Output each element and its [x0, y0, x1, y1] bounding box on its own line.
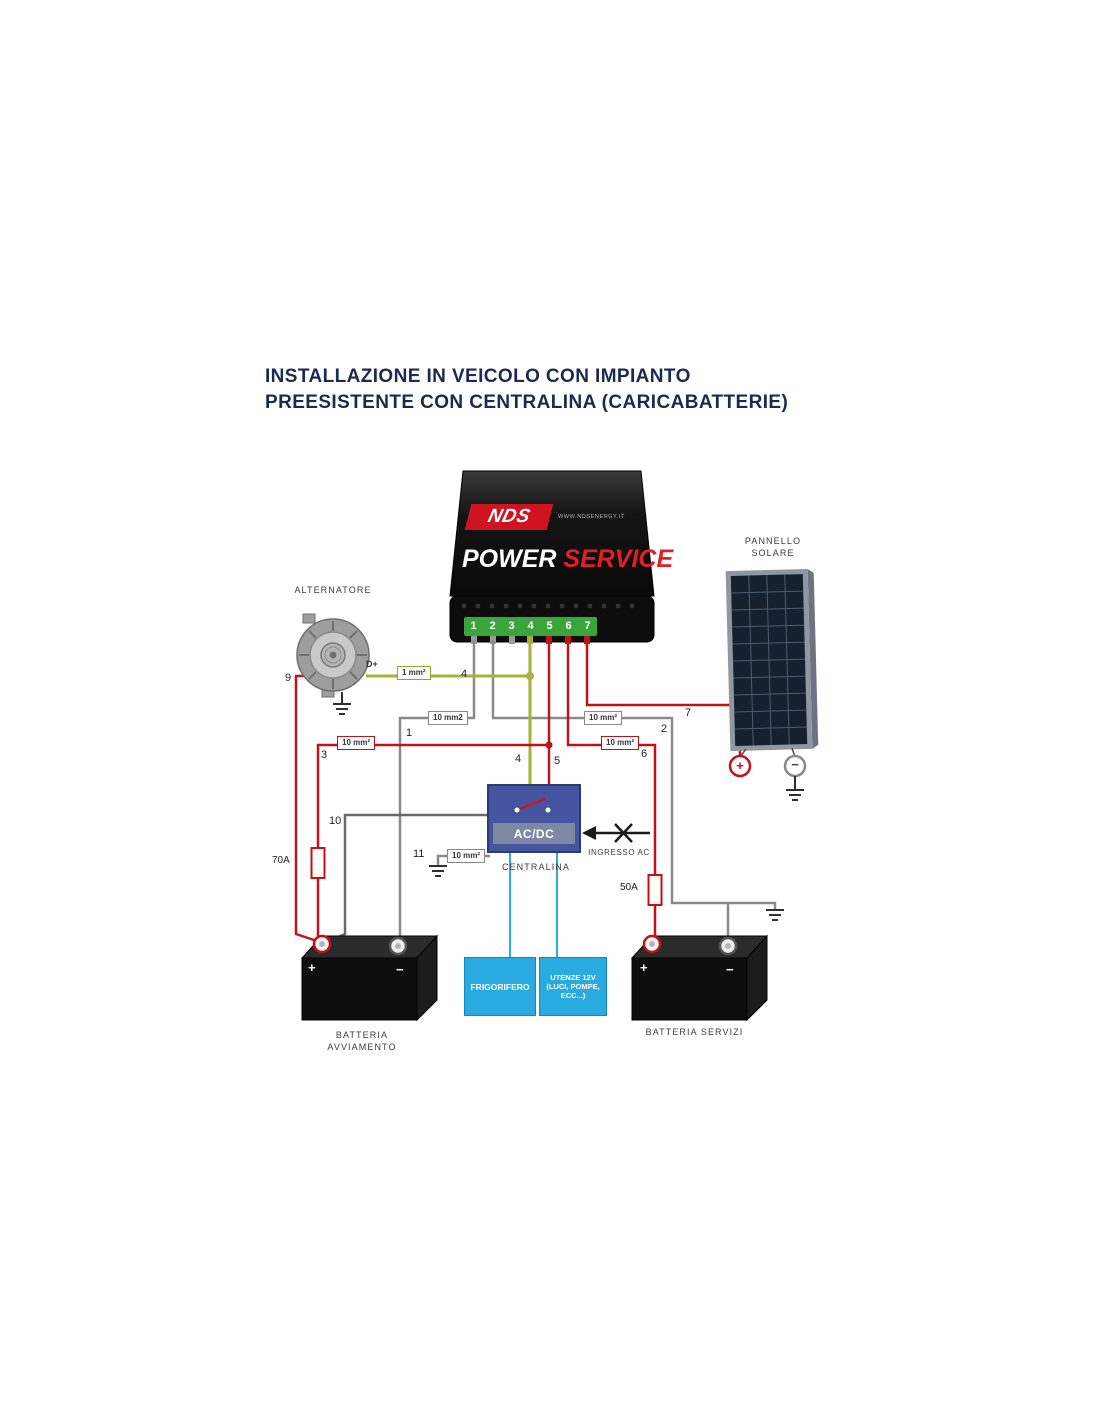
gauge-1mm-box: 1 mm²: [397, 666, 431, 680]
wire-1-battery-start-negative: [398, 640, 476, 938]
solar-panel-icon: [725, 568, 819, 752]
terminal-3: 3: [508, 620, 515, 632]
terminal-4: 4: [527, 620, 534, 632]
alternator-ground-icon: [333, 692, 351, 715]
ingresso-ac-arrow-icon: [594, 823, 650, 843]
wire-1-label: 1: [406, 727, 413, 739]
wire-4-label-a: 4: [461, 668, 468, 680]
solar-minus-sign: −: [791, 757, 799, 772]
gauge-10mm-box-red-left: 10 mm²: [337, 736, 376, 750]
wire-2-label: 2: [661, 723, 668, 735]
alternator-icon: [296, 613, 370, 698]
utenze-label-line2: (LUCI, POMPE,: [546, 982, 600, 991]
wire-7-label: 7: [685, 707, 692, 719]
solar-plus-sign: +: [736, 758, 744, 773]
terminal-1: 1: [470, 620, 477, 632]
wire-9-label: 9: [285, 672, 292, 684]
ingresso-ac-label: INGRESSO AC: [588, 848, 650, 857]
centralina-label: CENTRALINA: [501, 862, 570, 872]
power-service-unit-icon: [449, 470, 655, 644]
terminal-7: 7: [584, 620, 591, 632]
fuse-70a-icon: [310, 847, 326, 879]
battery-start-plus-sign: +: [308, 960, 316, 975]
gauge-10mm-box-right: 10 mm²: [584, 711, 623, 725]
cyan-wires: [509, 852, 558, 958]
wire-10-label: 10: [329, 815, 342, 827]
battery-service-label: BATTERIA SERVIZI: [645, 1027, 744, 1037]
fuse-50a-icon: [647, 874, 663, 906]
battery-start-icon: [300, 934, 439, 1022]
gauge-10mm-box-red-right: 10 mm²: [601, 736, 640, 750]
alternator-label: ALTERNATORE: [294, 585, 372, 595]
terminal-2: 2: [489, 620, 496, 632]
solar-plus-terminal-icon: [728, 754, 752, 778]
acdc-band: AC/DC: [493, 823, 575, 844]
wire-5-label: 5: [554, 755, 561, 767]
green-wires: [366, 640, 532, 785]
unit-website: WWW.NDSENERGY.IT: [558, 514, 625, 520]
battery-service-plus-sign: +: [640, 960, 648, 975]
wire-3-label: 3: [321, 749, 328, 761]
solar-panel-label-line1: PANNELLO: [744, 536, 802, 546]
nds-logo: NDS: [464, 504, 554, 530]
gauge-10mm-box-ground: 10 mm²: [447, 849, 486, 863]
page-title-line2: PREESISTENTE CON CENTRALINA (CARICABATTE…: [265, 392, 789, 413]
wire-4-junction: [526, 672, 534, 680]
wire-3-to-fuse: [316, 743, 549, 848]
utenze-label-line3: ECC...): [560, 991, 586, 1000]
battery-start-label-line2: AVVIAMENTO: [327, 1042, 397, 1052]
fuse-50a-label: 50A: [620, 882, 638, 893]
gauge-10mm2-box-left: 10 mm2: [428, 711, 468, 725]
terminal-strip: 1 2 3 4 5 6 7: [464, 617, 597, 636]
battery-service-ground-icon: [766, 909, 784, 921]
battery-start-label-line1: BATTERIA: [335, 1030, 389, 1040]
terminal-6: 6: [565, 620, 572, 632]
utenze-label-line1: UTENZE 12V: [550, 973, 596, 982]
fridge-box: FRIGORIFERO: [464, 957, 536, 1016]
battery-service-minus-sign: −: [726, 962, 734, 977]
centralina-ground-icon: [429, 865, 447, 877]
unit-name-service: SERVICE: [563, 545, 674, 573]
utenze-box: UTENZE 12V (LUCI, POMPE, ECC...): [539, 957, 607, 1016]
terminal-5: 5: [546, 620, 553, 632]
dplus-label: D+: [366, 659, 378, 669]
wire-4-label-b: 4: [515, 753, 522, 765]
wire-9-alternator-to-battery: [294, 674, 321, 944]
battery-start-minus-sign: −: [396, 962, 404, 977]
battery-service-icon: [630, 934, 769, 1022]
wire-3-junction: [545, 741, 553, 749]
wire-6-label: 6: [641, 748, 648, 760]
nds-logo-text: NDS: [485, 506, 533, 527]
unit-name-power: POWER: [462, 545, 557, 573]
solar-ground-icon: [786, 776, 804, 801]
wire-2-battery-service-negative: [491, 640, 777, 910]
arrowhead-icon: [582, 826, 596, 840]
wire-10-centralina-to-start-battery: [325, 813, 490, 944]
wire-11-label: 11: [413, 848, 425, 860]
unit-product-name: POWER SERVICE: [462, 545, 673, 574]
page-title-line1: INSTALLAZIONE IN VEICOLO CON IMPIANTO: [265, 366, 691, 387]
fuse-70a-label: 70A: [272, 855, 290, 866]
fridge-label: FRIGORIFERO: [470, 981, 530, 992]
solar-panel-label-line2: SOLARE: [751, 548, 795, 558]
